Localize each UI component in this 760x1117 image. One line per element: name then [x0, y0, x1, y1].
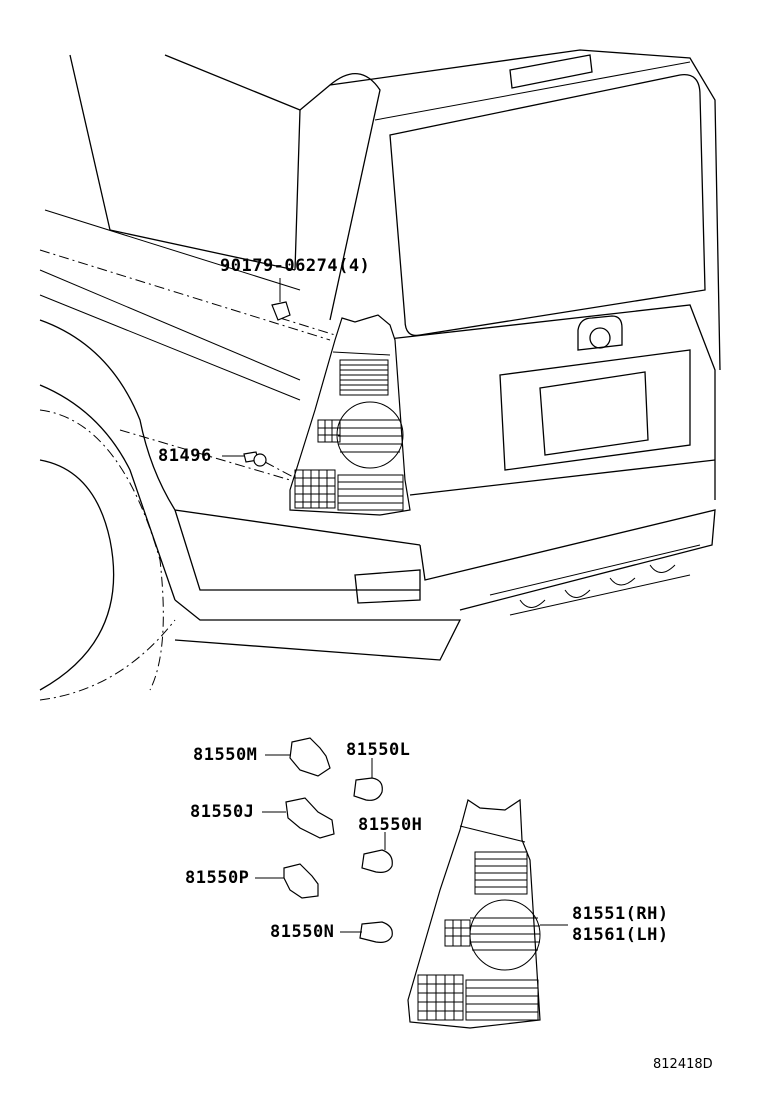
label-lamp-rh: 81551(RH) — [572, 904, 669, 924]
label-bulb-l: 81550L — [346, 740, 411, 760]
label-clip: 90179-06274(4) — [220, 256, 371, 276]
exploded-tail-lamp — [407, 798, 568, 1029]
installed-tail-lamp — [289, 314, 411, 516]
socket-81550p — [255, 863, 319, 899]
socket-81550m — [265, 737, 331, 777]
clip-part — [271, 278, 291, 321]
bulb-81550h — [361, 832, 393, 873]
label-socket-j: 81550J — [190, 802, 255, 822]
label-socket-p: 81550P — [185, 868, 250, 888]
label-bulb-n: 81550N — [270, 922, 335, 942]
label-bulb-h: 81550H — [358, 815, 423, 835]
screw-part — [222, 451, 267, 467]
label-lamp-lh: 81561(LH) — [572, 925, 669, 945]
bulb-81550n — [340, 921, 393, 943]
socket-81550j — [262, 797, 335, 839]
label-socket-m: 81550M — [193, 745, 258, 765]
label-screw: 81496 — [158, 446, 212, 466]
diagram-code: 812418D — [653, 1057, 713, 1072]
bulb-81550l — [353, 758, 383, 801]
vehicle-body — [39, 49, 721, 701]
